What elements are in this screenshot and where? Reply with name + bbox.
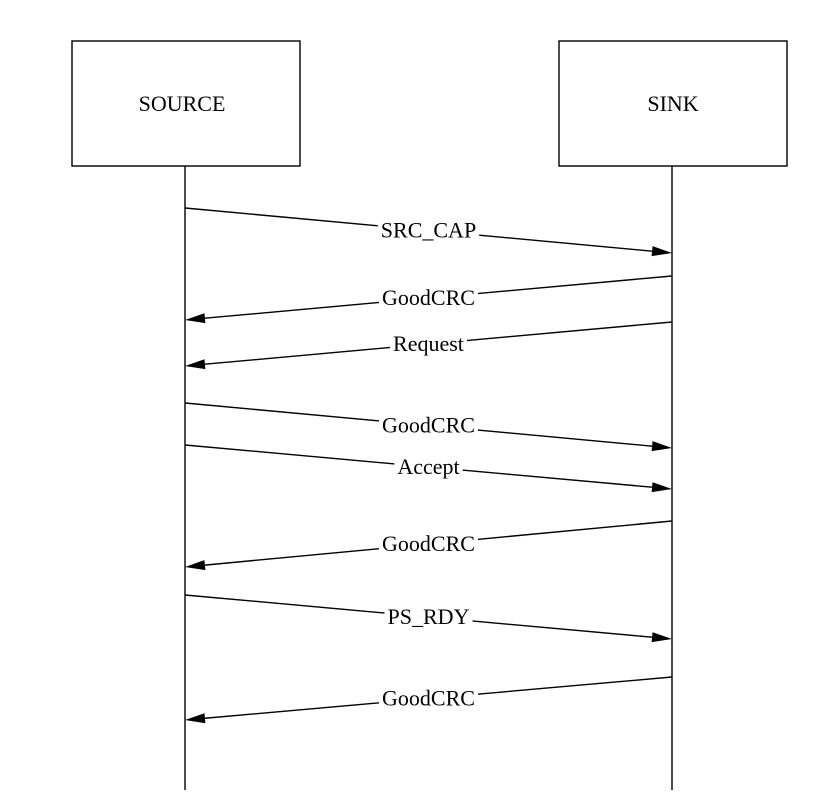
participant-sink: SINK [558,40,788,167]
arrowhead-icon [185,313,206,324]
message: PS_RDY [184,594,672,643]
participant-sink-label: SINK [647,91,698,116]
message: Accept [184,444,672,493]
arrowhead-icon [651,482,672,493]
participant-source-label: SOURCE [139,91,226,116]
participant-sink-box [558,40,788,167]
message-label: GoodCRC [382,531,475,556]
message: SRC_CAP [184,207,672,257]
message-label-background [377,218,480,242]
arrowhead-icon [185,359,206,370]
message: GoodCRC [185,676,673,724]
participant-source: SOURCE [71,40,301,167]
message-label: Accept [397,454,459,479]
message-label-background [379,532,478,555]
message-label-background [379,286,478,309]
message: GoodCRC [185,275,673,324]
arrowhead-icon [651,246,672,257]
message-label: GoodCRC [382,413,475,438]
message-label: GoodCRC [382,285,475,310]
message: GoodCRC [184,402,672,452]
message-label: SRC_CAP [381,218,476,243]
arrowhead-icon [651,441,672,452]
message-label-background [379,413,478,437]
arrowhead-icon [185,560,206,571]
message-label: GoodCRC [382,686,475,711]
message-label-background [384,605,473,628]
message-label-background [379,686,478,710]
arrowhead-icon [651,632,672,643]
message-label-background [390,332,467,355]
message-label-background [394,455,463,478]
message: Request [185,321,673,370]
message: GoodCRC [185,520,673,571]
message-label: Request [393,331,464,356]
message-label: PS_RDY [388,604,470,629]
participant-source-box [71,40,301,167]
message-list: SRC_CAPGoodCRCRequestGoodCRCAcceptGoodCR… [184,207,673,724]
arrowhead-icon [185,713,206,724]
